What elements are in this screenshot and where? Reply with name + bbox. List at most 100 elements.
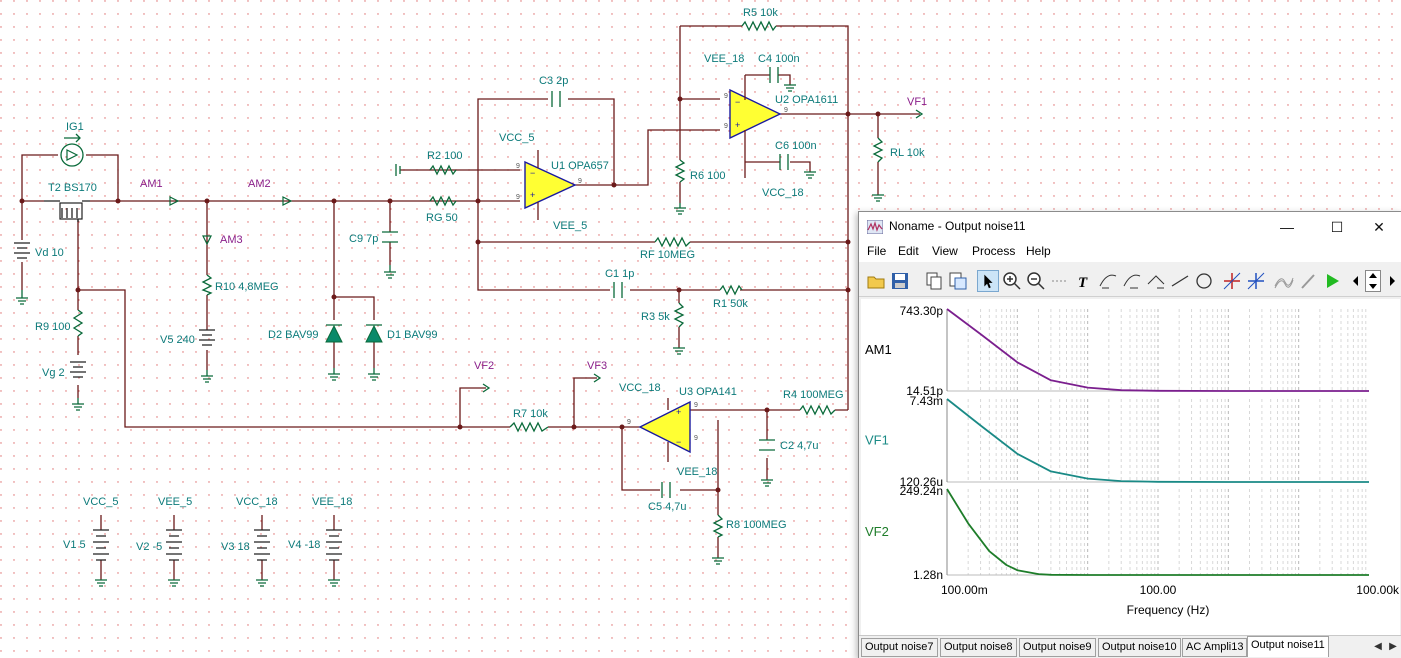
battery-v3[interactable] (254, 529, 270, 587)
tab-output-noise10[interactable]: Output noise10 (1098, 638, 1181, 657)
series-name-vf2: VF2 (865, 524, 889, 539)
zoom-in-icon[interactable] (1001, 270, 1023, 292)
tab-scroll-right-icon[interactable]: ▶ (1389, 641, 1397, 652)
line-icon[interactable] (1169, 270, 1191, 292)
capacitor-c3[interactable] (551, 91, 561, 107)
menu-file[interactable]: File (867, 244, 887, 258)
mosfet-t2[interactable] (44, 200, 90, 222)
curve-tool-2-icon[interactable] (1121, 270, 1143, 292)
tab-output-noise9[interactable]: Output noise9 (1019, 638, 1096, 657)
svg-text:−: − (735, 97, 740, 107)
text-icon[interactable]: T (1073, 270, 1095, 292)
resistor-r10[interactable] (201, 274, 213, 296)
label-d2: D2 BAV99 (268, 329, 319, 341)
resistor-r2[interactable] (395, 164, 457, 176)
resistor-r4[interactable] (799, 404, 836, 416)
probe-vf3[interactable] (593, 373, 602, 383)
open-icon[interactable] (865, 270, 887, 292)
resistor-rl[interactable] (872, 137, 884, 202)
scroll-right-icon[interactable] (1385, 270, 1399, 292)
copy-special-icon[interactable] (947, 270, 969, 292)
probe-vf1[interactable] (915, 109, 924, 119)
label-c9: C9 7p (349, 233, 378, 245)
resistor-rf[interactable] (654, 236, 691, 248)
save-icon[interactable] (889, 270, 911, 292)
label-r1: R1 50k (713, 298, 748, 310)
curve-tool-1-icon[interactable] (1097, 270, 1119, 292)
diode-d2[interactable] (325, 324, 343, 381)
cursor-b-icon[interactable] (1245, 270, 1267, 292)
ammeter-am1[interactable] (169, 196, 180, 206)
menu-process[interactable]: Process (972, 244, 1016, 258)
label-vf2: VF2 (474, 360, 494, 372)
opamp-u1[interactable]: − + (524, 150, 577, 220)
scroll-updown-icon[interactable] (1365, 270, 1381, 292)
circle-icon[interactable] (1193, 270, 1215, 292)
pointer-icon[interactable] (977, 270, 999, 292)
opamp-u3[interactable]: + − (638, 398, 691, 462)
capacitor-c1[interactable] (613, 282, 623, 298)
resistor-r1[interactable] (719, 284, 743, 296)
capacitor-c5[interactable] (661, 482, 671, 498)
title-bar[interactable]: Noname - Output noise11 — ☐ ✕ (859, 212, 1401, 242)
probe-icon[interactable] (1297, 270, 1319, 292)
resistor-r5[interactable] (741, 20, 777, 32)
resistor-rg[interactable] (429, 195, 457, 207)
grid-icon[interactable] (1049, 270, 1071, 292)
label-am3: AM3 (220, 234, 243, 246)
label-rl: RL 10k (890, 147, 925, 159)
curve-tool-3-icon[interactable] (1145, 270, 1167, 292)
svg-text:9: 9 (627, 419, 631, 426)
capacitor-c9[interactable] (382, 231, 398, 279)
resistor-r7[interactable] (509, 421, 549, 433)
resistor-r6[interactable] (674, 159, 686, 215)
battery-v1[interactable] (93, 529, 109, 587)
ammeter-am2[interactable] (282, 196, 293, 206)
current-source-ig1[interactable] (60, 133, 84, 167)
battery-v4[interactable] (326, 529, 342, 587)
resistor-r3[interactable] (673, 302, 685, 355)
menu-help[interactable]: Help (1026, 244, 1051, 258)
label-r5: R5 10k (743, 7, 778, 19)
label-vee5-u1: VEE_5 (553, 220, 587, 232)
component-labels: IG1 T2 BS170 Vd 10 R9 100 Vg 2 AM1 AM2 A… (35, 7, 927, 553)
menu-edit[interactable]: Edit (898, 244, 919, 258)
noise-analysis-window[interactable]: Noname - Output noise11 — ☐ ✕ File Edit … (858, 211, 1401, 658)
copy-icon[interactable] (923, 270, 945, 292)
scroll-left-icon[interactable] (1349, 270, 1363, 292)
tab-output-noise11[interactable]: Output noise11 (1247, 636, 1329, 657)
battery-vg[interactable] (70, 361, 86, 411)
capacitor-c4[interactable] (769, 67, 796, 92)
label-r4: R4 100MEG (783, 389, 844, 401)
wave-icon[interactable] (1273, 270, 1295, 292)
tab-output-noise8[interactable]: Output noise8 (940, 638, 1017, 657)
battery-v5[interactable] (199, 329, 215, 383)
cursor-a-icon[interactable] (1221, 270, 1243, 292)
label-v5: V5 240 (160, 334, 195, 346)
battery-vd[interactable] (14, 242, 30, 305)
zoom-out-icon[interactable] (1025, 270, 1047, 292)
tab-output-noise7[interactable]: Output noise7 (861, 638, 938, 657)
battery-v2[interactable] (166, 529, 182, 587)
label-sup-vcc18: VCC_18 (236, 496, 278, 508)
tab-scroll-left-icon[interactable]: ◀ (1374, 641, 1382, 652)
capacitor-c2[interactable] (759, 439, 775, 487)
diode-d1[interactable] (365, 324, 383, 381)
x-tick-label: 100.00m (941, 583, 988, 597)
capacitor-c6[interactable] (779, 154, 816, 179)
close-button[interactable]: ✕ (1373, 219, 1385, 235)
minimize-button[interactable]: — (1280, 219, 1294, 235)
resistor-r9[interactable] (72, 309, 84, 337)
ammeter-am3[interactable] (202, 235, 212, 246)
label-r2: R2 100 (427, 150, 462, 162)
menu-view[interactable]: View (932, 244, 958, 258)
run-icon[interactable] (1321, 270, 1343, 292)
resistor-r8[interactable] (712, 514, 724, 565)
grid-lines (946, 309, 1369, 576)
opamp-u2[interactable]: − + (729, 75, 782, 178)
noise-plot[interactable]: 743.30p14.51pAM17.43m120.26uVF1249.24n1.… (861, 299, 1400, 635)
tab-ac-ampli13[interactable]: AC Ampli13 (1182, 638, 1248, 657)
maximize-button[interactable]: ☐ (1330, 219, 1344, 235)
probe-vf2[interactable] (482, 383, 491, 393)
